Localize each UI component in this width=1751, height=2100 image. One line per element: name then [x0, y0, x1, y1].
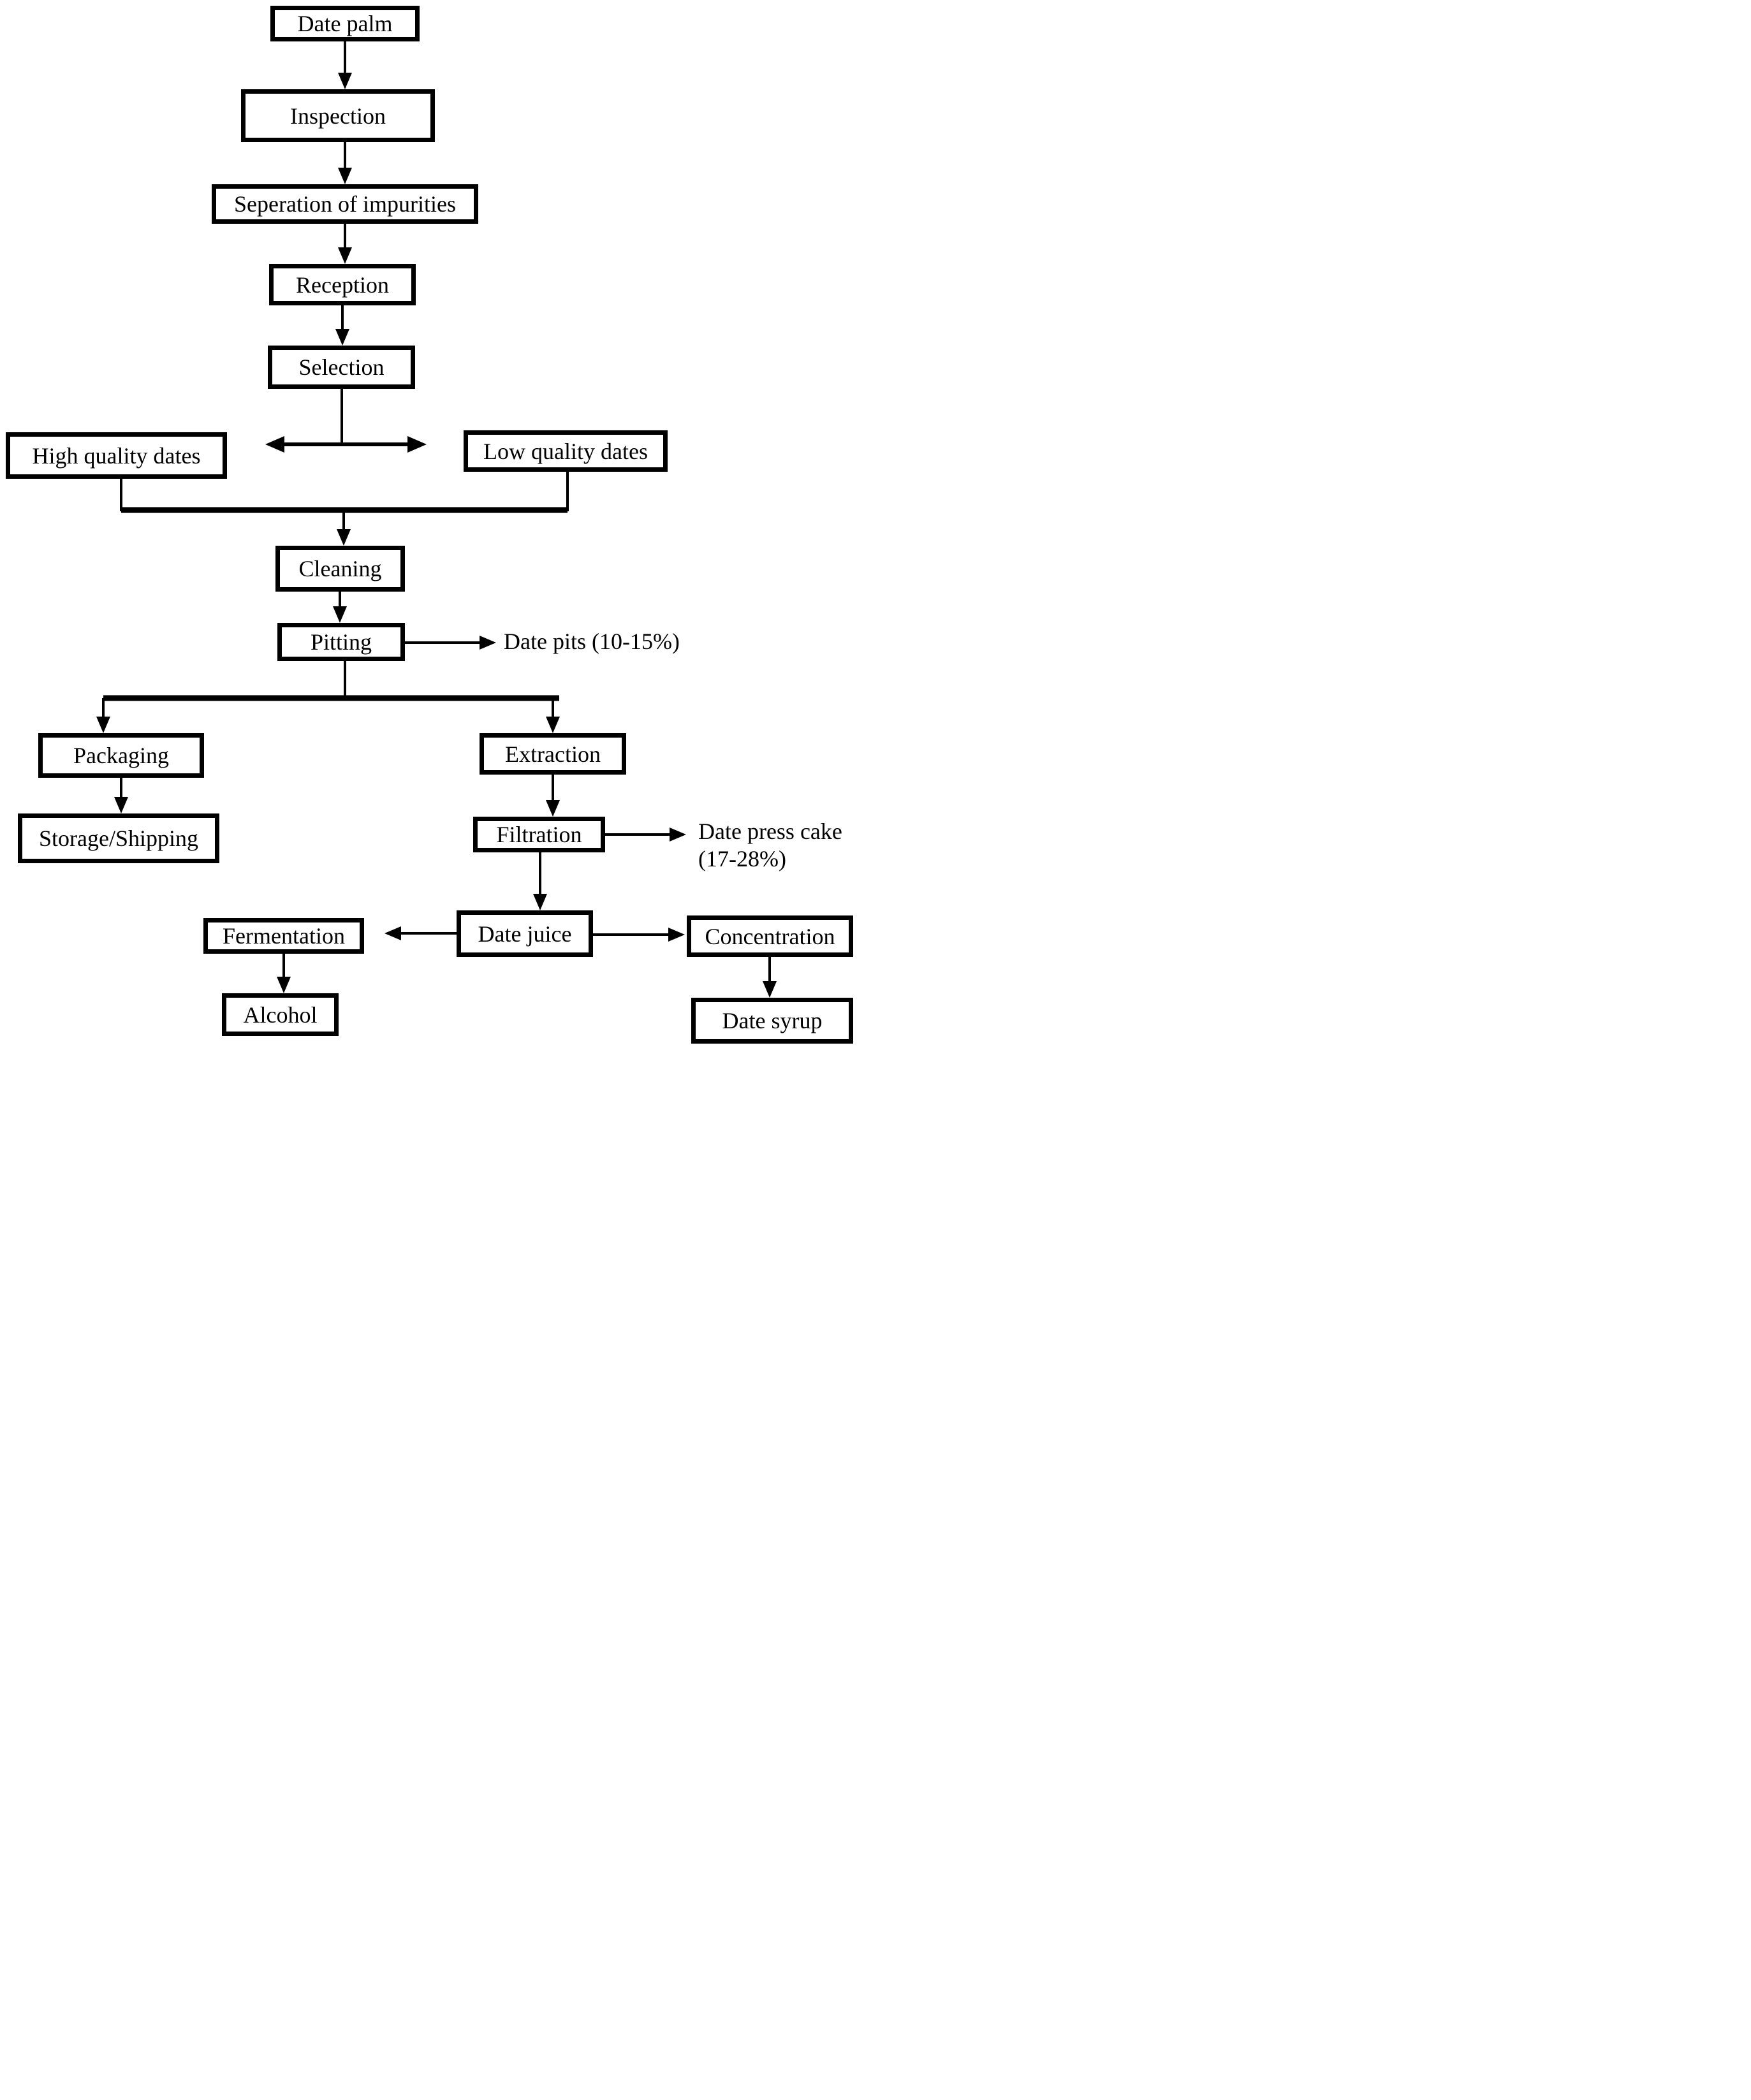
node-pitting: Pitting	[277, 623, 405, 661]
node-date-juice: Date juice	[457, 910, 593, 957]
double-arrow-quality-split-left-head	[265, 436, 284, 453]
node-fermentation: Fermentation	[203, 918, 364, 954]
arrow-filtration-to-date-juice-head	[533, 894, 547, 910]
node-seperation-of-impurities: Seperation of impurities	[212, 184, 478, 224]
connector-layer	[96, 41, 777, 998]
node-date-syrup: Date syrup	[691, 998, 853, 1044]
node-storage-shipping: Storage/Shipping	[18, 813, 219, 863]
node-filtration: Filtration	[473, 817, 605, 852]
node-cleaning: Cleaning	[275, 546, 405, 592]
arrow-date-juice-to-fermentation-head	[385, 926, 401, 940]
arrow-packaging-to-storage-head	[114, 797, 128, 813]
label-date-pits: Date pits (10-15%)	[504, 629, 680, 654]
node-extraction: Extraction	[480, 733, 626, 775]
arrow-concentration-to-date-syrup-head	[763, 981, 777, 998]
arrow-cleaning-to-pitting-head	[333, 606, 347, 623]
double-arrow-quality-split-right-head	[407, 436, 427, 453]
arrow-pitting-to-date-pits-head	[480, 636, 496, 650]
node-reception: Reception	[269, 264, 416, 305]
arrow-seperation-to-reception-head	[338, 247, 352, 264]
node-date-palm: Date palm	[270, 6, 420, 41]
node-alcohol: Alcohol	[222, 993, 339, 1036]
arrow-date-palm-to-inspection-head	[338, 73, 352, 89]
arrow-split-to-packaging-head	[96, 717, 110, 733]
arrow-merge-to-cleaning-head	[337, 529, 351, 546]
arrow-fermentation-to-alcohol-head	[277, 977, 291, 993]
node-concentration: Concentration	[687, 915, 853, 957]
arrow-inspection-to-seperation-head	[338, 168, 352, 184]
arrow-date-juice-to-concentration-head	[668, 928, 685, 942]
node-packaging: Packaging	[38, 733, 204, 778]
node-inspection: Inspection	[241, 89, 435, 142]
arrow-reception-to-selection-head	[335, 329, 349, 346]
arrow-extraction-to-filtration-head	[546, 800, 560, 817]
node-high-quality-dates: High quality dates	[6, 432, 227, 479]
node-low-quality-dates: Low quality dates	[464, 430, 668, 472]
node-selection: Selection	[268, 346, 415, 389]
arrow-split-to-extraction-head	[546, 717, 560, 733]
label-date-press-cake: Date press cake(17-28%)	[698, 819, 842, 872]
arrow-filtration-to-date-press-cake-head	[670, 828, 686, 842]
